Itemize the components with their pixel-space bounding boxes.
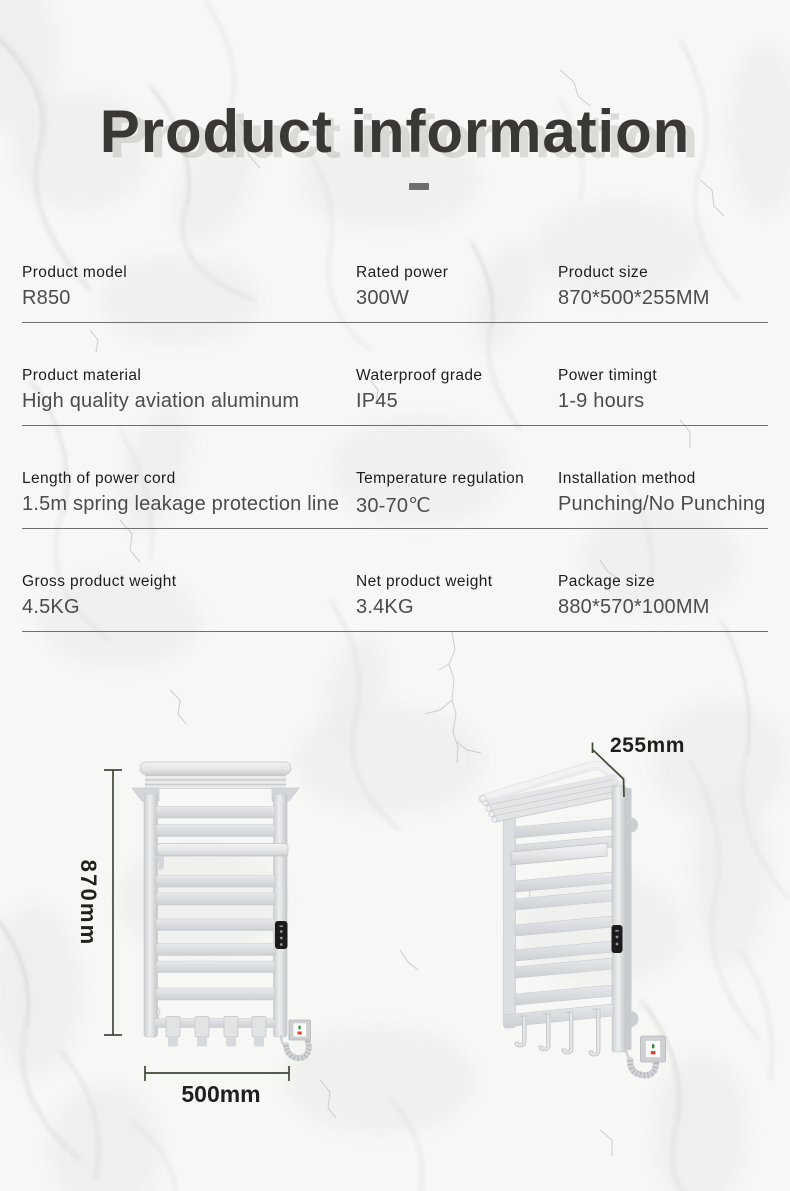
svg-text:500mm: 500mm [181,1081,260,1107]
svg-text:255mm: 255mm [610,734,685,757]
svg-text:870mm: 870mm [76,860,101,947]
